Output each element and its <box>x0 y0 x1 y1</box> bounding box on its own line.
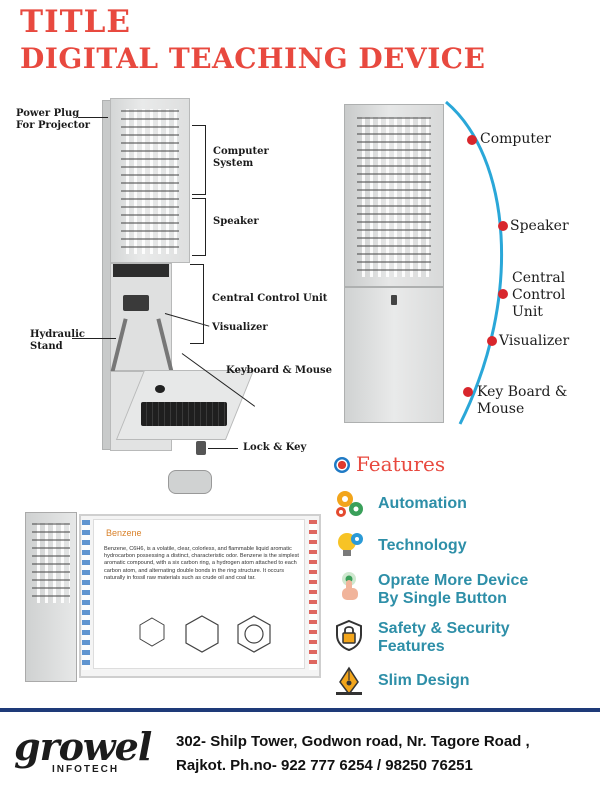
title-label: TITLE <box>20 4 132 40</box>
feature-label: Automation <box>378 495 467 512</box>
key-image <box>168 470 212 494</box>
feature-item: Slim Design <box>332 664 572 700</box>
feature-item: Oprate More Device By Single Button <box>332 570 572 610</box>
page-title: DIGITAL TEACHING DEVICE <box>20 42 486 75</box>
feature-label: Oprate More Device By Single Button <box>378 572 529 607</box>
label-lock-key: Lock & Key <box>243 442 307 453</box>
shield-lock-icon <box>336 619 362 652</box>
feature-label: Safety & Security Features <box>378 620 510 655</box>
device-upper-cabinet <box>344 104 444 287</box>
label-computer-system: Computer System <box>213 146 269 169</box>
label-speaker: Speaker <box>213 216 259 227</box>
label-central-control-unit: Central Control Unit <box>212 293 328 304</box>
vent-grille <box>32 523 70 603</box>
slide-title: Benzene <box>106 528 142 538</box>
gears-icon <box>336 491 363 517</box>
leader-line <box>78 117 108 118</box>
label-central-control-unit: Central Control Unit <box>512 270 566 320</box>
keyboard-image <box>141 402 227 426</box>
vent-grille <box>121 109 179 254</box>
slide-text: Benzene, C6H6, is a volatile, clear, col… <box>104 546 299 581</box>
company-logo-subtitle: INFOTECH <box>52 764 120 775</box>
hand-touch-icon <box>342 572 358 600</box>
label-computer: Computer <box>480 131 551 147</box>
label-visualizer: Visualizer <box>499 333 570 349</box>
feature-label: Slim Design <box>378 672 470 689</box>
device-control-section <box>110 263 172 371</box>
feature-label: Technology <box>378 537 467 554</box>
company-logo: growel <box>14 724 152 769</box>
label-speaker: Speaker <box>510 218 569 234</box>
device-upper-cabinet <box>110 98 190 263</box>
marker-dot <box>498 289 508 299</box>
features-heading: Features <box>356 452 446 476</box>
mouse-image <box>155 385 165 393</box>
board-screen: Benzene Benzene, C6H6, is a volatile, cl… <box>93 519 305 669</box>
control-panel <box>113 264 169 277</box>
label-visualizer: Visualizer <box>212 322 268 333</box>
marker-dot <box>467 135 477 145</box>
board-toolbar-right <box>309 520 317 670</box>
label-keyboard-mouse: Key Board & Mouse <box>477 384 568 417</box>
feature-item: Safety & Security Features <box>332 618 572 658</box>
label-arc <box>445 100 504 425</box>
board-cabinet <box>25 512 77 682</box>
vent-grille <box>357 117 431 277</box>
bracket-speaker <box>192 198 206 256</box>
bracket-computer <box>192 125 206 195</box>
marker-dot <box>487 336 497 346</box>
marker-dot <box>463 387 473 397</box>
lightbulb-gear-icon <box>338 533 363 556</box>
lock-icon <box>196 441 206 455</box>
feature-item: Technology <box>332 528 572 564</box>
device-lower-cabinet <box>344 287 444 423</box>
leader-line <box>208 448 238 449</box>
company-address: 302- Shilp Tower, Godwon road, Nr. Tagor… <box>176 733 530 774</box>
features-bullet-icon <box>334 457 350 473</box>
marker-dot <box>498 221 508 231</box>
pen-nib-icon <box>336 666 362 696</box>
feature-item: Automation <box>332 486 572 522</box>
visualizer-camera <box>123 295 149 311</box>
leader-line <box>72 338 116 339</box>
board-toolbar-left <box>82 520 90 670</box>
label-power-plug: Power Plug For Projector <box>16 108 91 131</box>
lock-icon <box>391 295 397 305</box>
benzene-structures <box>139 615 271 653</box>
footer-divider <box>0 708 600 712</box>
bracket-control <box>190 264 204 344</box>
label-hydraulic-stand: Hydraulic Stand <box>30 329 85 352</box>
label-keyboard-mouse: Keyboard & Mouse <box>226 365 333 376</box>
